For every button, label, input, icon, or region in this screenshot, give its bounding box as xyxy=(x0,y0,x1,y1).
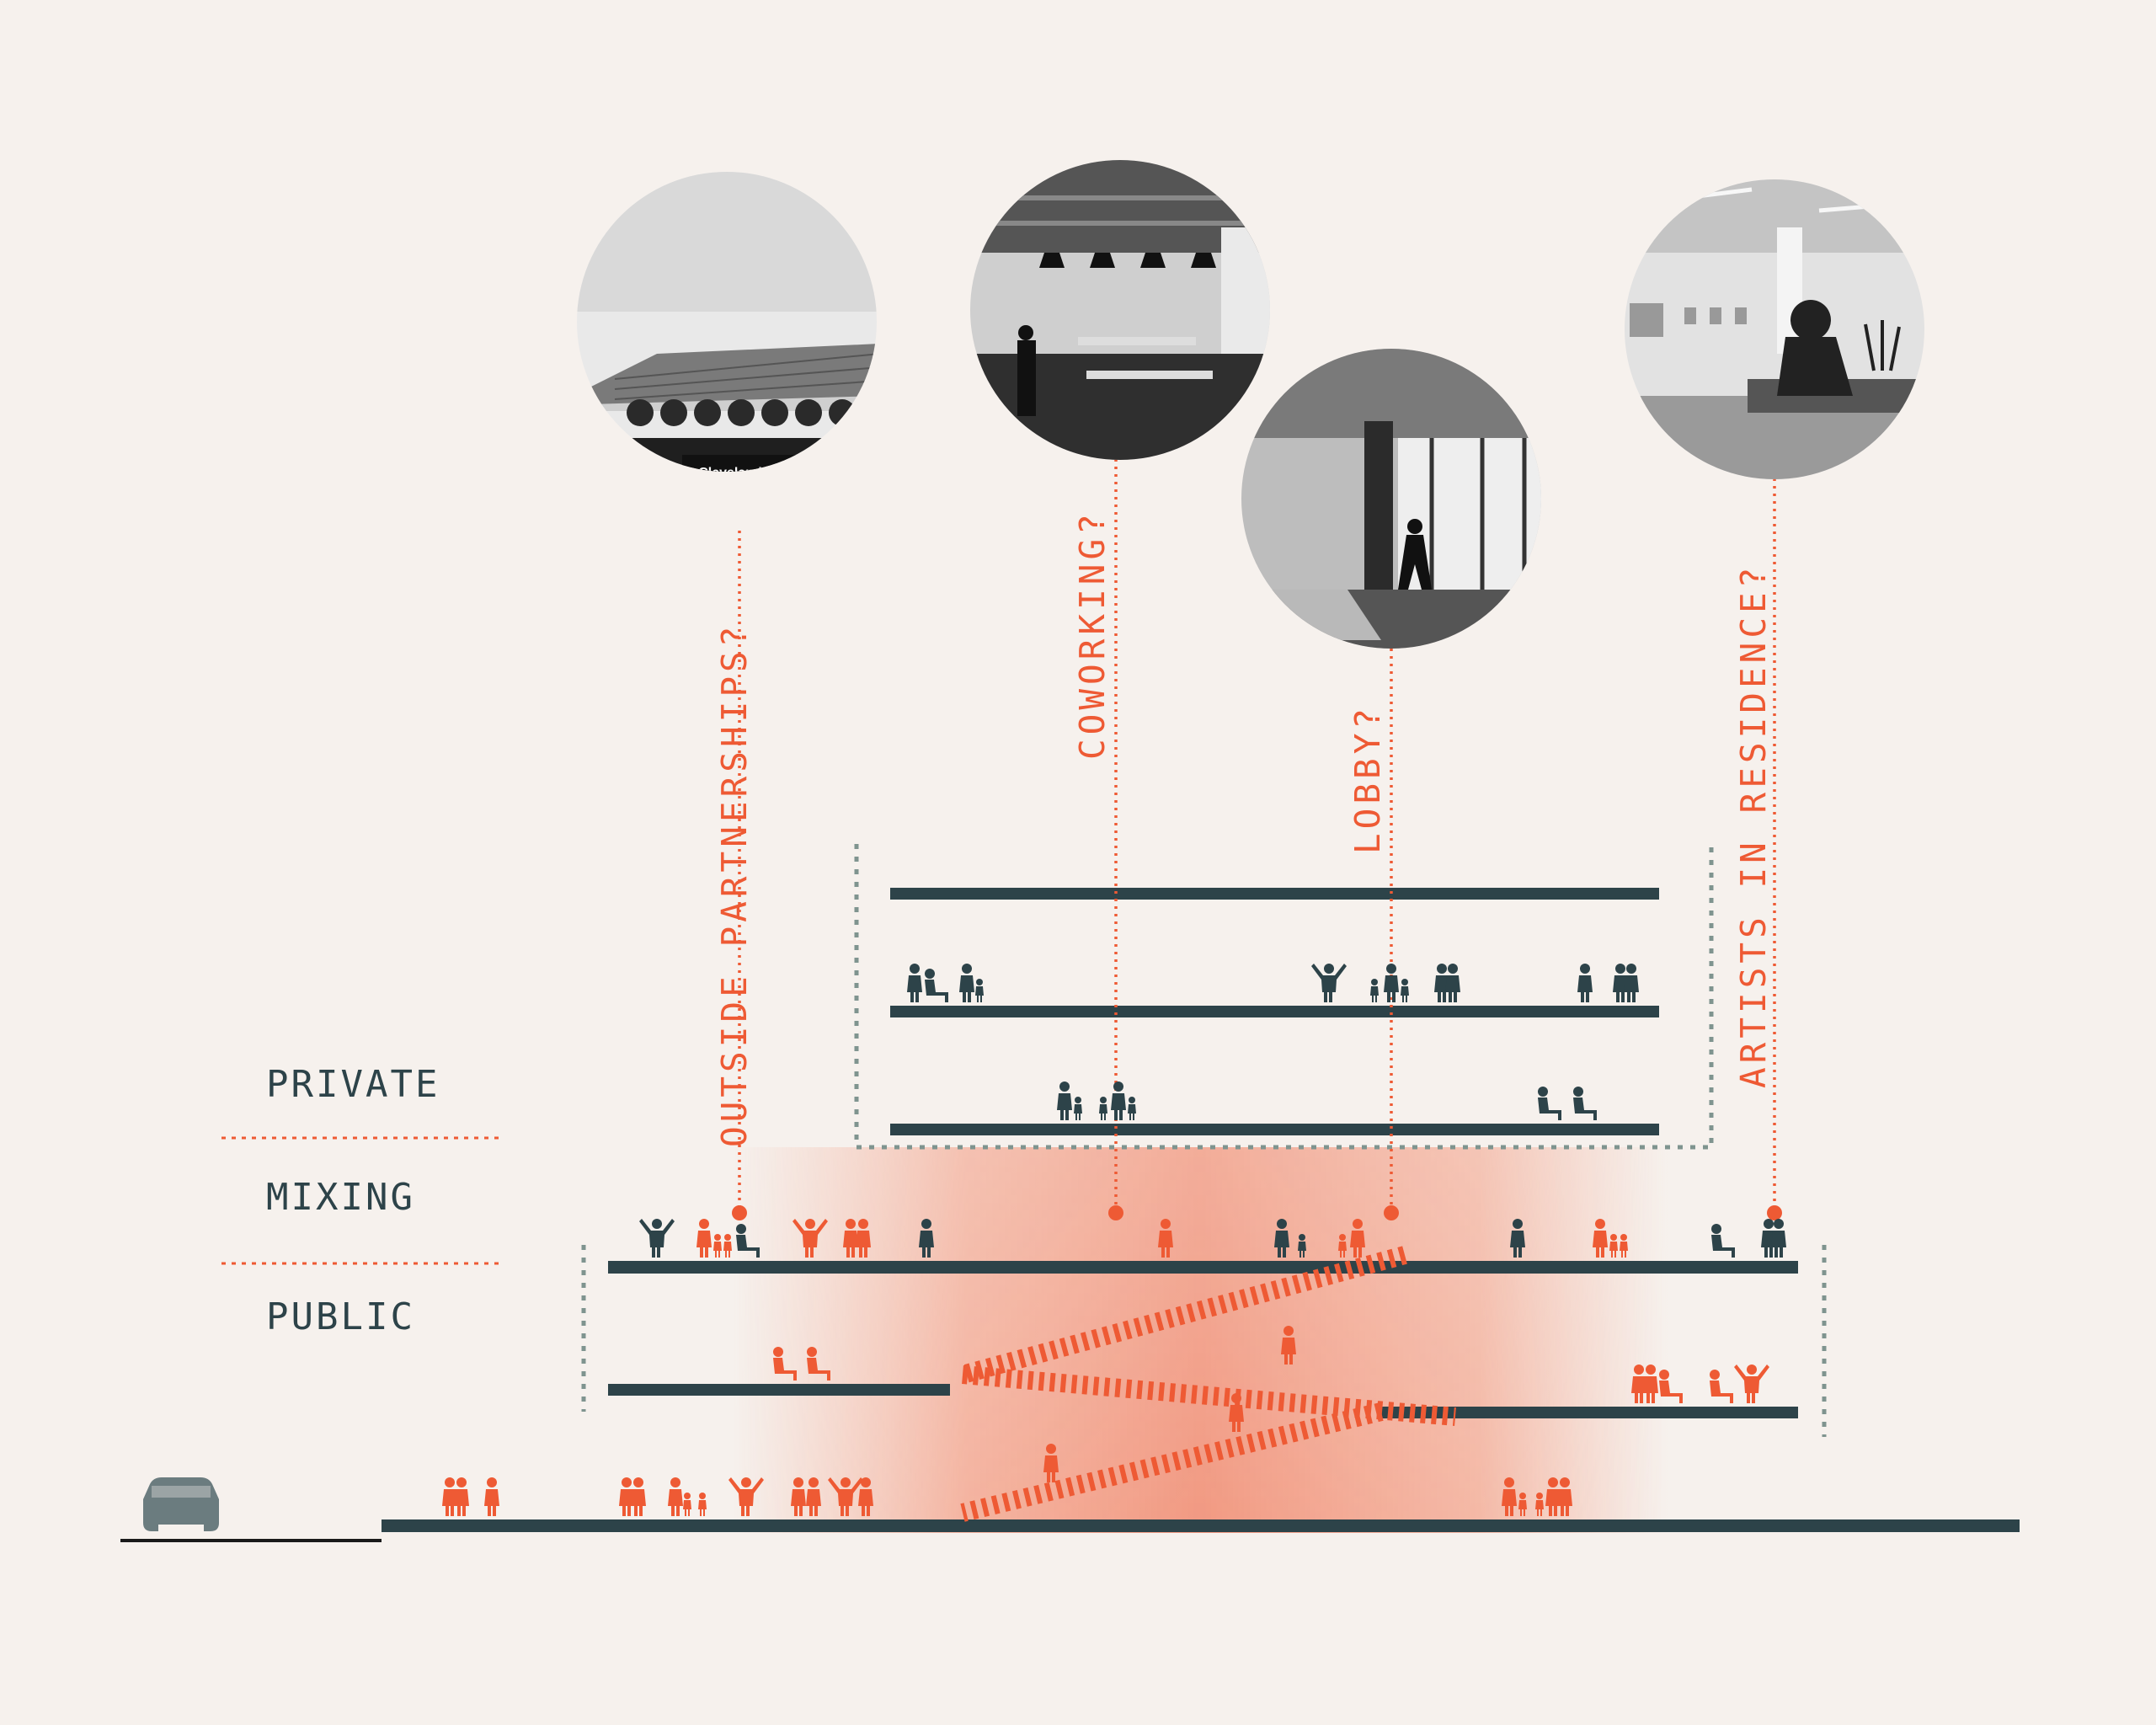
leader-dot-partnerships xyxy=(732,1205,747,1220)
leader-dot-artists xyxy=(1767,1205,1782,1220)
mixing-glow xyxy=(733,1147,1668,1533)
car-icon xyxy=(143,1477,219,1531)
leader-dot-coworking xyxy=(1108,1205,1123,1220)
slab-public-left xyxy=(608,1384,950,1396)
slab-private-top xyxy=(890,888,1659,900)
photo-coworking xyxy=(969,160,1272,472)
photo-outside-partnerships: Cleveland Clinic xyxy=(573,168,884,489)
slab-private-low xyxy=(890,1124,1659,1135)
leader-dot-lobby xyxy=(1384,1205,1399,1220)
photo-lobby xyxy=(1238,345,1550,665)
leader-lines xyxy=(739,459,1774,1213)
slab-private-mid xyxy=(890,1006,1659,1017)
slab-mixing xyxy=(608,1261,1798,1274)
slab-ground xyxy=(382,1519,2020,1532)
photo-sign-text: Cleveland Clinic xyxy=(698,466,803,480)
photo-artists xyxy=(1621,177,1929,489)
